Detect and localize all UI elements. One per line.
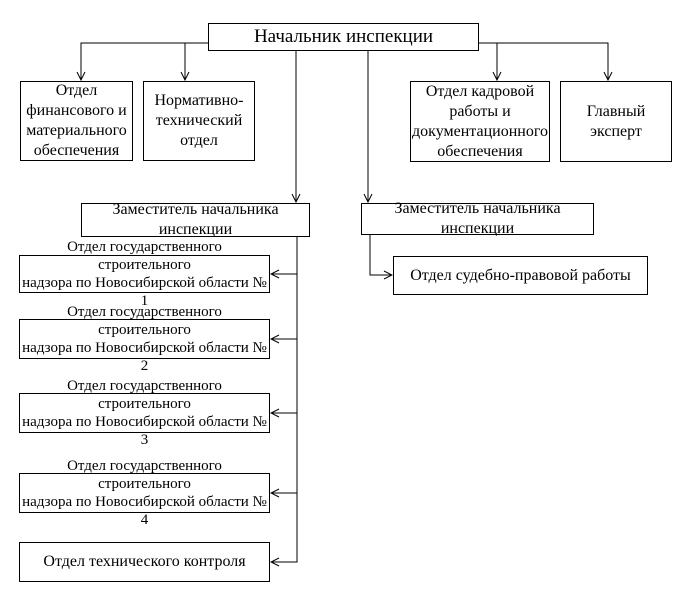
node-deputy-head-right: Заместитель начальника инспекции bbox=[361, 200, 594, 237]
node-chief-expert: Главный эксперт bbox=[560, 81, 672, 162]
node-gsn-department-4: Отдел государственного строительного над… bbox=[19, 458, 270, 528]
edge-head-finance bbox=[81, 42, 208, 80]
node-gsn-department-2: Отдел государственного строительного над… bbox=[19, 304, 270, 374]
node-legal-department: Отдел судебно-правовой работы bbox=[393, 256, 648, 295]
edge-deputy-right-legal bbox=[369, 235, 392, 275]
node-hr-documentation-department: Отдел кадровой работы и документационног… bbox=[410, 81, 550, 162]
node-technical-control-department: Отдел технического контроля bbox=[19, 542, 270, 582]
node-normative-technical-department: Нормативно- технический отдел bbox=[143, 81, 255, 161]
node-finance-department: Отдел финансового и материального обеспе… bbox=[20, 81, 133, 161]
edge-deputy-left-tech-control bbox=[271, 237, 298, 562]
node-gsn-department-1: Отдел государственного строительного над… bbox=[19, 239, 270, 309]
edge-head-chief-expert bbox=[479, 42, 608, 80]
node-gsn-department-3: Отдел государственного строительного над… bbox=[19, 378, 270, 448]
node-deputy-head-left: Заместитель начальника инспекции bbox=[81, 201, 310, 238]
node-head-of-inspection: Начальник инспекции bbox=[208, 23, 479, 51]
